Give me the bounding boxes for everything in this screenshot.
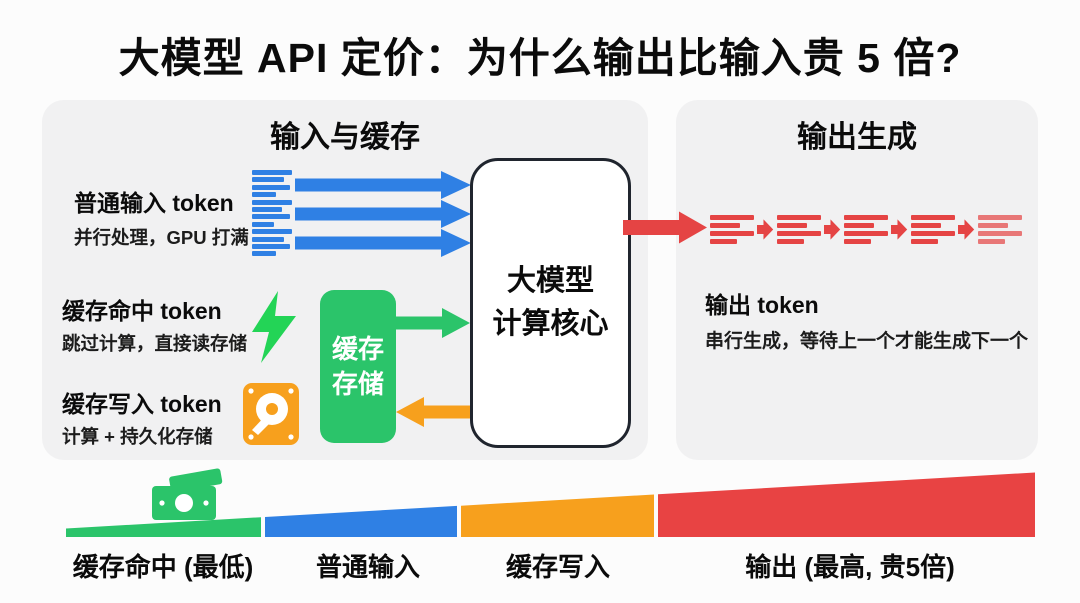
output-token-icon <box>844 214 888 244</box>
normal-input-token-heading: 普通输入 token <box>74 190 234 216</box>
llm-core-label-line2: 计算核心 <box>492 308 609 340</box>
cache-storage-box: 缓存 存储 <box>320 290 396 443</box>
ramp-label-input: 普通输入 <box>315 552 421 582</box>
arrow-right-icon <box>824 218 841 240</box>
cache-write-token-heading: 缓存写入 token <box>62 391 222 417</box>
arrow-right-icon <box>891 218 908 240</box>
ramp-label-cache-write: 缓存写入 <box>505 552 611 582</box>
cache-storage-label-line2: 存储 <box>331 368 384 399</box>
output-token-icon <box>710 214 754 244</box>
ramp-label-output: 输出 (最高, 贵5倍) <box>745 552 955 582</box>
ramp-segment-cache-write <box>461 494 654 537</box>
output-token-heading: 输出 token <box>705 292 819 318</box>
hard-disk-icon <box>243 383 299 445</box>
arrow-right-icon <box>958 218 975 240</box>
lightning-icon <box>252 291 296 363</box>
ramp-label-cache-hit: 缓存命中 (最低) <box>72 552 254 582</box>
llm-core-label-line1: 大模型 <box>506 264 594 297</box>
cache-storage-label-line1: 缓存 <box>331 333 384 364</box>
page-title: 大模型 API 定价：为什么输出比输入贵 5 倍? <box>118 35 962 81</box>
output-panel-title: 输出生成 <box>797 121 917 154</box>
cache-read-arrow-icon <box>394 308 470 338</box>
cache-write-token-desc: 计算 + 持久化存储 <box>62 426 213 447</box>
token-lines-icon <box>252 170 300 257</box>
serial-token-stream <box>710 208 1022 250</box>
output-token-desc: 串行生成，等待上一个才能生成下一个 <box>705 331 1029 352</box>
parallel-input-arrows-icon <box>295 171 471 257</box>
price-ramp-chart <box>66 468 1035 537</box>
arrow-right-icon <box>757 218 774 240</box>
output-token-icon <box>777 214 821 244</box>
cache-hit-token-desc: 跳过计算，直接读存储 <box>62 333 248 354</box>
cache-hit-token-heading: 缓存命中 token <box>62 298 222 324</box>
ramp-segment-output <box>658 472 1035 537</box>
output-panel: 输出生成 输出 token 串行生成，等 <box>676 100 1038 460</box>
ramp-segment-input <box>265 505 457 537</box>
cache-write-arrow-icon <box>396 397 472 427</box>
normal-input-token-desc: 并行处理，GPU 打满 <box>74 227 249 248</box>
llm-core-box: 大模型 计算核心 <box>470 158 631 448</box>
input-cache-panel-title: 输入与缓存 <box>270 121 420 154</box>
output-token-icon <box>911 214 955 244</box>
ramp-segment-cache-hit <box>66 517 261 537</box>
money-banknotes-icon <box>152 468 223 520</box>
output-token-icon <box>978 214 1022 244</box>
output-arrow-icon <box>623 211 707 244</box>
